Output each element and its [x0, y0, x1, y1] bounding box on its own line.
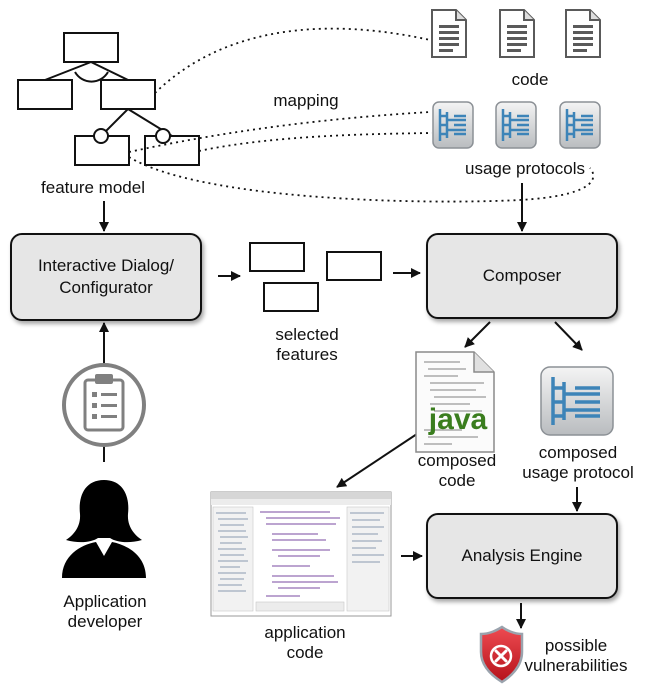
possible-vulnerabilities-line1: possible [544, 636, 608, 655]
composed-usage-protocol-line2: usage protocol [522, 463, 634, 482]
application-developer-line1: Application [63, 592, 147, 611]
selected-features-boxes [249, 242, 382, 312]
composed-usage-protocol-line1: composed [538, 443, 618, 462]
code-label: code [511, 70, 549, 89]
selected-features-label: selected features [262, 325, 352, 365]
application-code-line2: code [286, 643, 324, 662]
tree-protocol-icon [495, 101, 537, 149]
composed-usage-protocol-label: composed usage protocol [507, 443, 649, 483]
configurator-box: Interactive Dialog/ Configurator [10, 233, 202, 321]
application-code-label: application code [245, 623, 365, 663]
ide-screenshot-icon [210, 491, 392, 617]
document-icon [499, 9, 535, 58]
application-developer-line2: developer [67, 612, 143, 631]
configurator-label-line1: Interactive Dialog/ [37, 256, 175, 275]
selected-features-line1: selected [275, 325, 339, 344]
tree-protocol-icon [540, 366, 614, 436]
composed-code-line1: composed [417, 451, 497, 470]
java-logo-text: java [428, 403, 488, 436]
selected-features-line2: features [276, 345, 338, 364]
feature-model-tree [17, 32, 200, 166]
analysis-engine-label: Analysis Engine [461, 546, 583, 565]
clipboard-icon [62, 363, 146, 447]
tree-protocol-icon [559, 101, 601, 149]
composer-label: Composer [482, 266, 562, 285]
feature-model-label: feature model [41, 178, 145, 197]
mapping-label: mapping [273, 91, 339, 110]
application-code-line1: application [264, 623, 346, 642]
possible-vulnerabilities-label: possible vulnerabilities [520, 636, 632, 676]
composer-box: Composer [426, 233, 618, 319]
document-icon [431, 9, 467, 58]
tree-protocol-icon [432, 101, 474, 149]
mapping-lines [128, 27, 595, 203]
composed-code-label: composed code [402, 451, 512, 491]
java-file-icon: java [415, 351, 495, 453]
analysis-engine-box: Analysis Engine [426, 513, 618, 599]
configurator-label-line2: Configurator [59, 278, 153, 297]
shield-x-icon [479, 625, 524, 684]
composed-code-line2: code [438, 471, 476, 490]
possible-vulnerabilities-line2: vulnerabilities [524, 656, 628, 675]
person-silhouette-icon [62, 480, 146, 578]
usage-protocols-label: usage protocols [464, 159, 586, 178]
document-icon [565, 9, 601, 58]
application-developer-label: Application developer [45, 592, 165, 632]
